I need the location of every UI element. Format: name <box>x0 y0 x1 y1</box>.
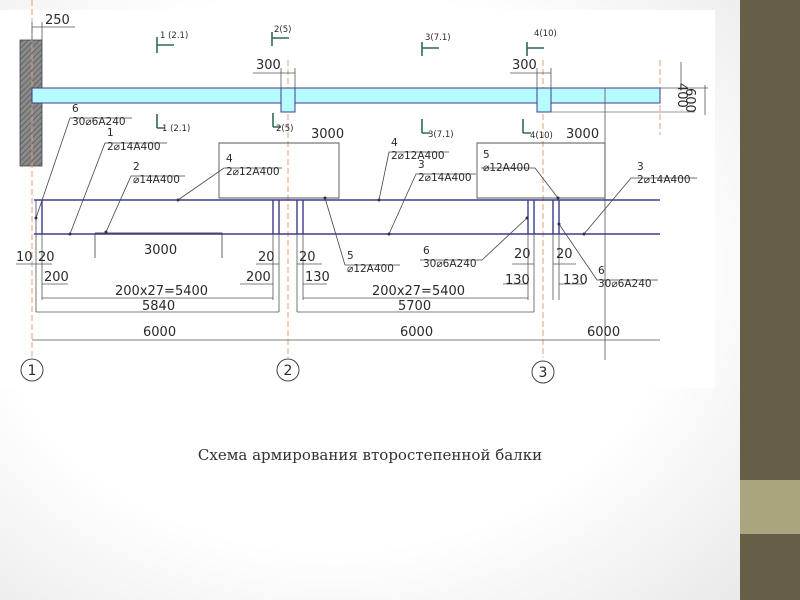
dim-cover-20-a: 20 <box>258 250 275 265</box>
axis-bubble-1 <box>20 358 44 382</box>
section-2-top: 2(5) <box>274 25 291 35</box>
dim-edge-130-b: 130 <box>505 273 530 288</box>
dim-cage-1: 5840 <box>142 299 175 314</box>
section-2-bottom: 2(5) <box>276 124 293 134</box>
section-3-top: 3(7.1) <box>425 33 451 43</box>
dim-cover-20-b: 20 <box>299 250 316 265</box>
axis-bubble-2 <box>276 358 300 382</box>
callout-dots <box>34 196 586 236</box>
callout-5a-spec: ⌀12A400 <box>347 263 394 275</box>
dim-cover-20-left: 20 <box>38 250 55 265</box>
callout-6b-spec: 30⌀6A240 <box>423 258 477 270</box>
section-4-top: 4(10) <box>534 29 557 39</box>
axis-bubble-3 <box>531 360 555 384</box>
callout-5a-pos: 5 <box>347 250 354 262</box>
section-4-bottom: 4(10) <box>530 131 553 141</box>
callout-6b-pos: 6 <box>423 245 430 257</box>
callout-2-pos: 2 <box>133 161 140 173</box>
dim-slab-thickness: 400 <box>674 83 689 108</box>
dim-support-bar-2: 3000 <box>566 127 599 142</box>
callout-3b-pos: 3 <box>637 161 644 173</box>
dim-cover-10: 10 <box>16 250 33 265</box>
callout-4a-spec: 2⌀12A400 <box>226 166 280 178</box>
callout-4b-spec: 2⌀12A400 <box>391 150 445 162</box>
dim-rib-width-1: 300 <box>256 58 281 73</box>
dim-edge-130-c: 130 <box>563 273 588 288</box>
dim-beam-height: 600 <box>682 88 697 113</box>
dim-span-1: 6000 <box>143 325 176 340</box>
support-bars <box>94 142 606 258</box>
callout-5b-spec: ⌀12A400 <box>483 162 530 174</box>
dim-edge-130-a: 130 <box>305 270 330 285</box>
dim-wall-thickness: 250 <box>45 13 70 28</box>
support-bar-right <box>476 142 606 199</box>
dim-cage-2: 5700 <box>398 299 431 314</box>
dim-cover-20-c: 20 <box>514 247 531 262</box>
section-1-bottom: 1 (2.1) <box>162 124 190 134</box>
slide-sidebar-accent <box>740 480 800 534</box>
axis-label-1: 1 <box>28 363 37 379</box>
callout-4b-pos: 4 <box>391 137 398 149</box>
dim-stirrups-span2: 200x27=5400 <box>372 284 465 299</box>
callout-6-pos: 6 <box>72 103 79 115</box>
callout-6-spec: 30⌀6A240 <box>72 116 126 128</box>
dim-cover-20-d: 20 <box>556 247 573 262</box>
callout-3b-spec: 2⌀14A400 <box>637 174 691 186</box>
callout-6c-spec: 30⌀6A240 <box>598 278 652 290</box>
section-marks <box>156 32 544 134</box>
dim-span-bar: 3000 <box>144 243 177 258</box>
callout-3a-pos: 3 <box>418 159 425 171</box>
axis-label-3: 3 <box>539 365 548 381</box>
rib-3 <box>536 87 552 113</box>
section-3-bottom: 3(7.1) <box>428 130 454 140</box>
drawing-sheet <box>0 10 715 388</box>
dim-edge-200-right: 200 <box>246 270 271 285</box>
leader-lines <box>35 117 697 281</box>
axis-label-2: 2 <box>284 363 293 379</box>
dim-rib-width-2: 300 <box>512 58 537 73</box>
dim-edge-200-left: 200 <box>44 270 69 285</box>
dim-span-2: 6000 <box>400 325 433 340</box>
dim-support-bar-1: 3000 <box>311 127 344 142</box>
dim-span-3: 6000 <box>587 325 620 340</box>
section-1-top: 1 (2.1) <box>160 31 188 41</box>
callout-4a-pos: 4 <box>226 153 233 165</box>
callout-1-spec: 2⌀14A400 <box>107 141 161 153</box>
slab <box>31 87 695 360</box>
callout-1-pos: 1 <box>107 127 114 139</box>
axis-bubbles <box>20 358 555 384</box>
callout-3a-spec: 2⌀14A400 <box>418 172 472 184</box>
reinforcement-drawing: 250 300 300 400 600 1 (2.1) 2(5) 3(7.1) … <box>16 0 708 384</box>
bottom-dimensions <box>16 234 660 341</box>
callout-6c-pos: 6 <box>598 265 605 277</box>
support-bar-left <box>218 142 340 199</box>
drawing-caption: Схема армирования второстепенной балки <box>197 446 543 464</box>
top-dimensions <box>31 22 708 115</box>
rib-2 <box>280 87 296 113</box>
rebar-cage <box>34 199 660 235</box>
callout-2-spec: ⌀14A400 <box>133 174 180 186</box>
axis-lines <box>31 0 661 358</box>
dim-stirrups-span1: 200x27=5400 <box>115 284 208 299</box>
callout-5b-pos: 5 <box>483 149 490 161</box>
